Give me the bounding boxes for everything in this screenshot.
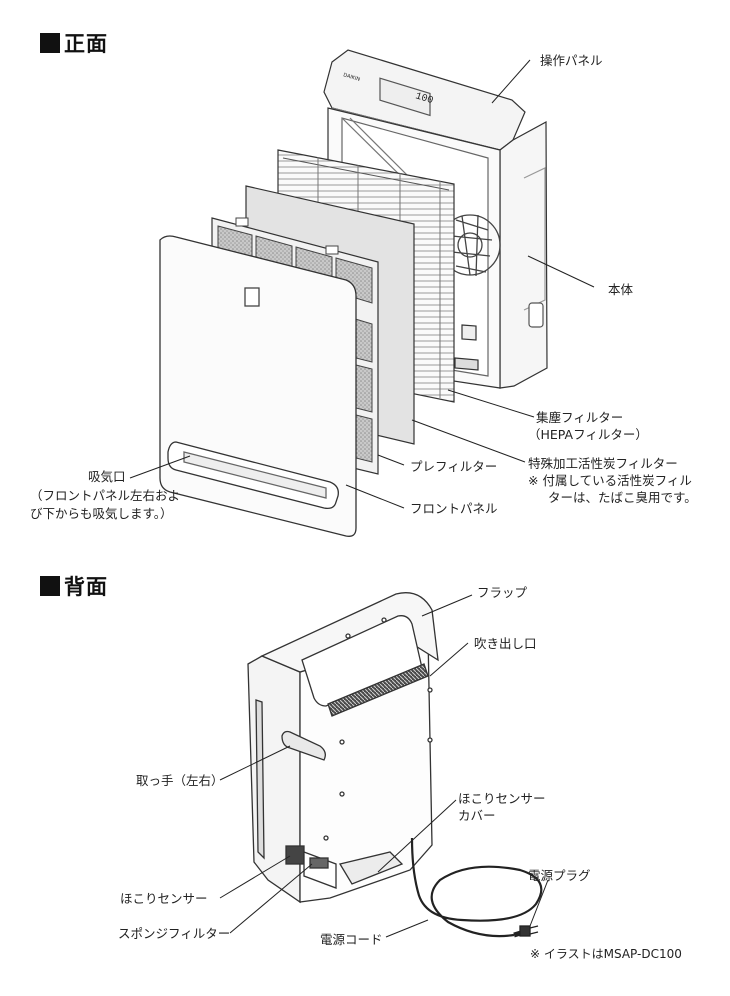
label-carbon-filter: 特殊加工活性炭フィルター [528,456,678,471]
power-cord [410,837,543,938]
back-heading: 背面 [40,571,108,601]
label-intake-note-1: （フロントパネル左右およ [30,488,181,503]
label-power-plug: 電源プラグ [528,868,591,883]
label-dust-sensor: ほこりセンサー [120,891,208,906]
label-hepa-filter: 集塵フィルター [536,410,624,425]
label-dust-sensor-cover: ほこりセンサー [458,791,546,806]
label-outlet: 吹き出し口 [474,636,537,651]
power-plug [519,925,539,937]
illustration-note: ※ イラストはMSAP-DC100 [530,947,682,961]
label-sponge-filter: スポンジフィルター [118,926,231,941]
front-heading: 正面 [40,28,108,58]
label-intake: 吸気口 [88,469,126,484]
square-bullet-icon [40,33,60,53]
label-handle: 取っ手（左右） [136,773,224,788]
label-carbon-note-2: ターは、たばこ臭用です。 [548,490,697,505]
brand-text: DAIKIN [342,72,360,83]
leader-lines [129,59,595,938]
label-hepa-filter-sub: （HEPAフィルター） [528,427,648,442]
label-main-body: 本体 [608,282,634,297]
label-front-panel: フロントパネル [410,501,498,516]
label-flap: フラップ [477,585,528,600]
label-intake-note-2: び下からも吸気します。） [30,506,173,521]
back-heading-text: 背面 [64,575,108,599]
label-power-cord: 電源コード [320,932,383,947]
display-text: 100 [414,91,434,107]
label-carbon-note-1: ※ 付属している活性炭フィル [528,473,692,488]
label-prefilter: プレフィルター [410,459,498,474]
front-heading-text: 正面 [64,32,108,56]
label-control-panel: 操作パネル [540,53,603,68]
square-bullet-icon [40,576,60,596]
label-dust-sensor-cover-2: カバー [458,808,496,823]
back-body [247,592,439,904]
front-panel [159,235,357,537]
